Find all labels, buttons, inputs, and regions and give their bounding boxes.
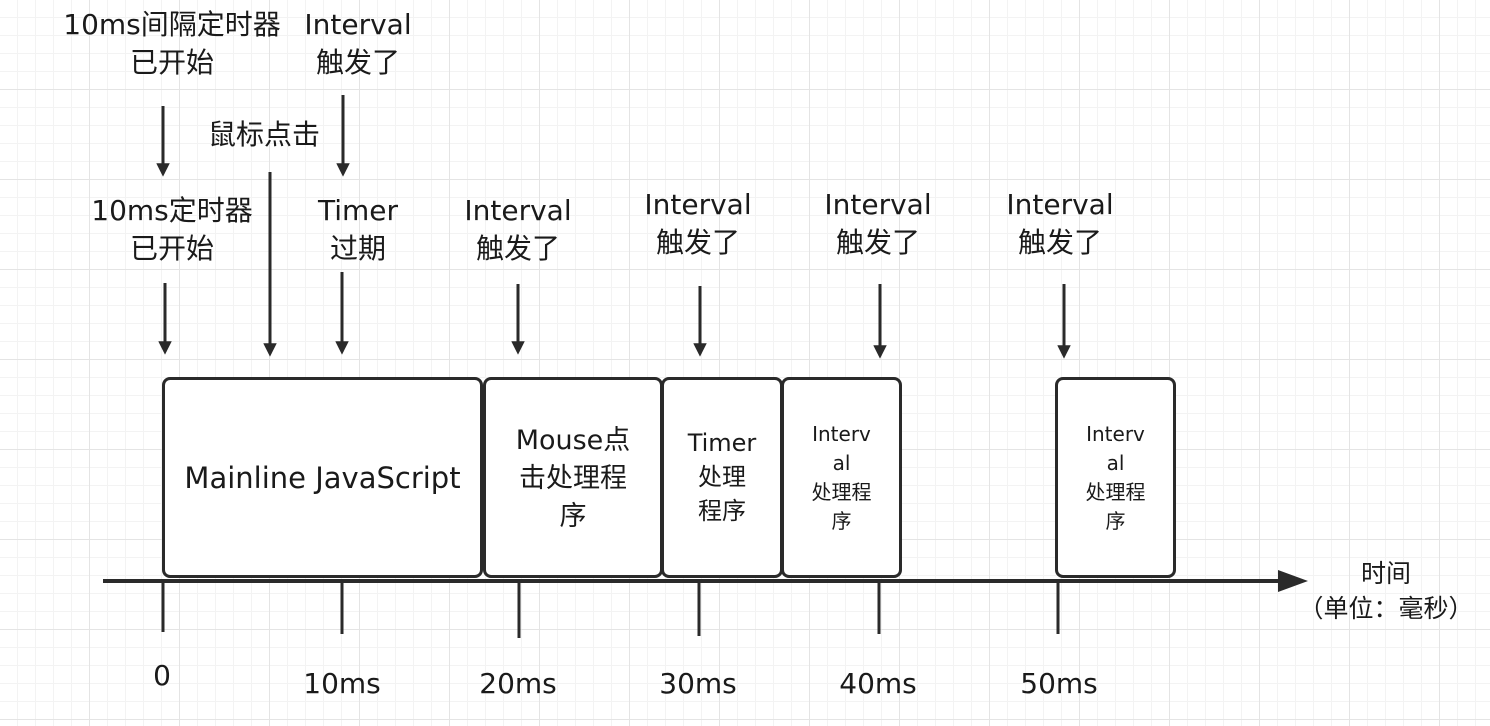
label-mouse-click: 鼠标点击 <box>207 118 320 151</box>
axis-label-10ms: 10ms <box>303 667 381 700</box>
axis-label-20ms: 20ms <box>479 667 557 700</box>
task-box-mouse-click-handler: Mouse点 击处理程 序 <box>483 377 663 578</box>
time-axis-arrowhead <box>1278 570 1308 592</box>
axis-label-0: 0 <box>153 659 171 692</box>
label-interval-fired-30: Interval 触发了 <box>644 188 752 259</box>
label-interval-timer-started: 10ms间隔定时器 已开始 <box>63 8 281 79</box>
label-interval-fired-40: Interval 触发了 <box>824 188 932 259</box>
axis-label-50ms: 50ms <box>1020 667 1098 700</box>
label-interval-fired-50: Interval 触发了 <box>1006 188 1114 259</box>
axis-title-time: 时间 （单位：毫秒） <box>1298 559 1474 623</box>
label-timer-started: 10ms定时器 已开始 <box>91 194 253 265</box>
axis-label-40ms: 40ms <box>839 667 917 700</box>
label-interval-fired-20: Interval 触发了 <box>464 194 572 265</box>
label-interval-fired-first: Interval 触发了 <box>304 8 412 79</box>
axis-label-30ms: 30ms <box>659 667 737 700</box>
task-box-interval-handler-2: Interv al 处理程 序 <box>1055 377 1176 578</box>
task-box-mainline-javascript: Mainline JavaScript <box>162 377 483 578</box>
task-box-timer-handler: Timer 处理 程序 <box>661 377 783 578</box>
label-timer-expired: Timer 过期 <box>317 194 399 265</box>
task-box-interval-handler-1: Interv al 处理程 序 <box>781 377 902 578</box>
